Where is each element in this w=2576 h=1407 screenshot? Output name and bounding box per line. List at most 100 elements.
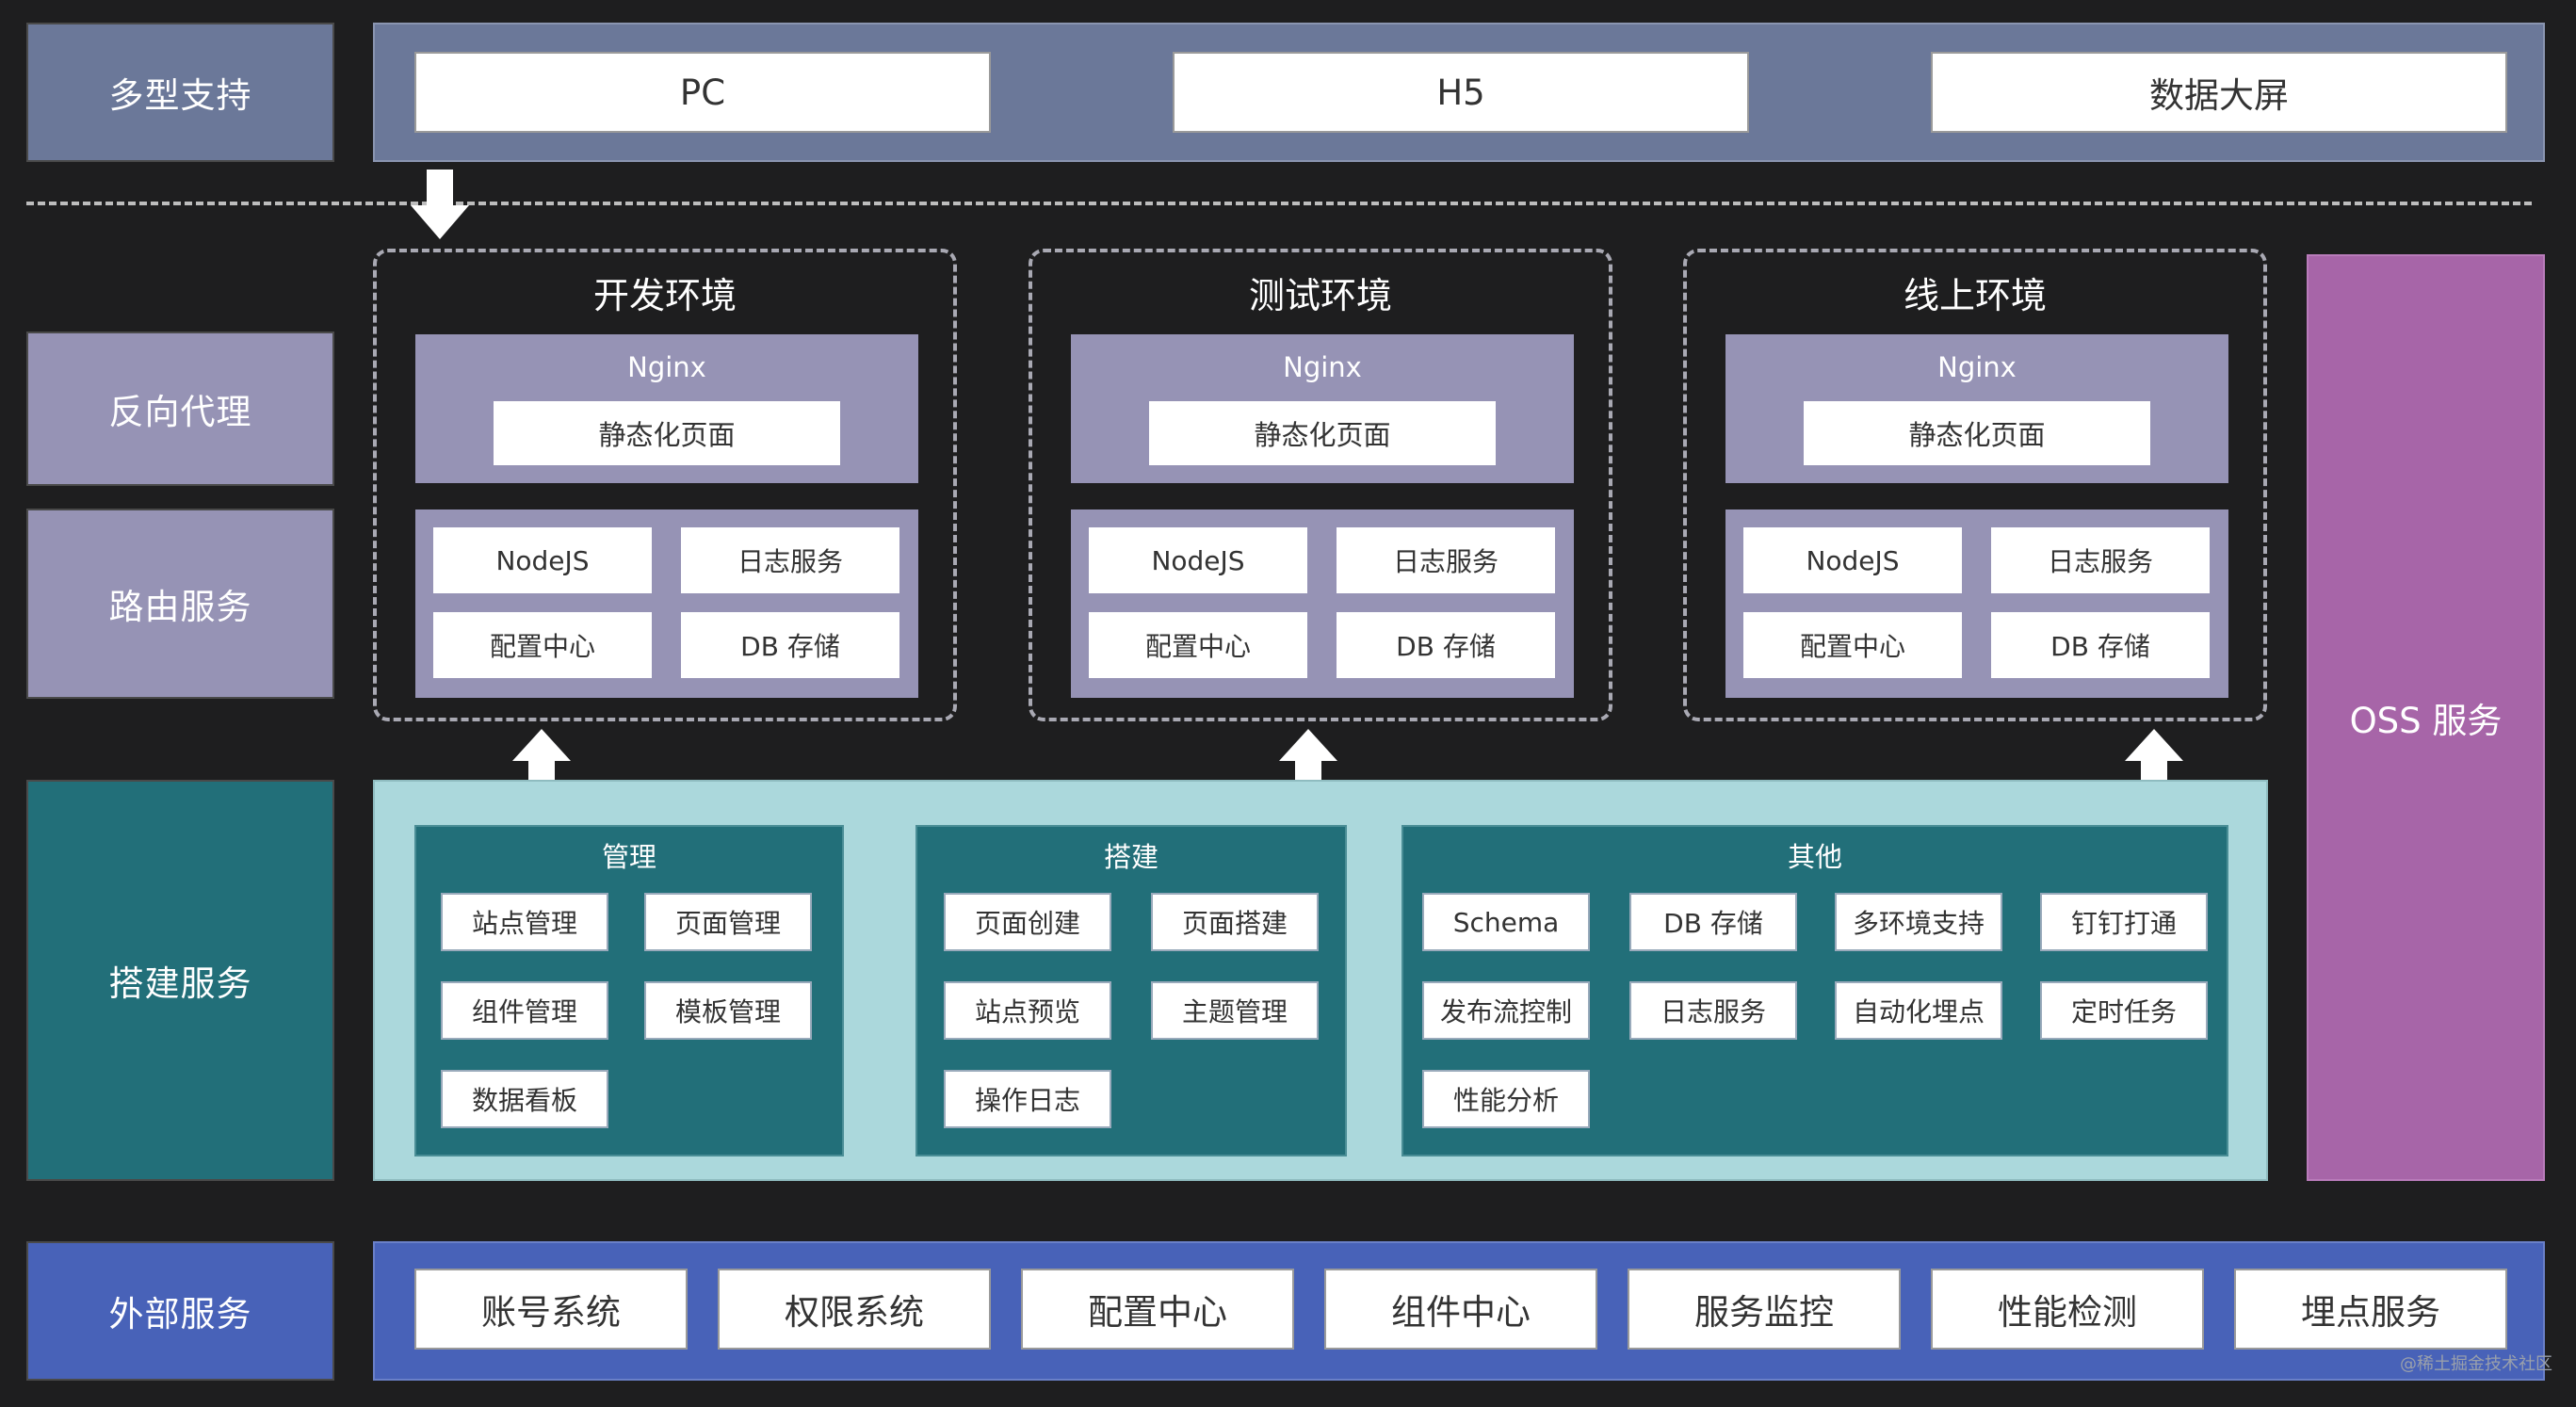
ext-config-center: 配置中心 [1021, 1269, 1294, 1350]
env-test-svc-nodejs-text: NodeJS [1151, 544, 1245, 576]
layer-label-external: 外部服务 [26, 1241, 334, 1381]
build-item-theme-manage-text: 主题管理 [1181, 996, 1288, 1027]
arrow-up-icon-dev [512, 729, 571, 795]
arrow-up-icon-prod [2125, 729, 2183, 795]
env-dev-title-text: 开发环境 [592, 274, 737, 316]
build-item-site-manage: 站点管理 [441, 893, 608, 951]
ext-config-center-text: 配置中心 [1088, 1292, 1227, 1333]
ext-tracking-service: 埋点服务 [2234, 1269, 2507, 1350]
env-prod-nginx-label: Nginx [1725, 345, 2228, 390]
build-item-template-manage-text: 模板管理 [674, 996, 781, 1027]
layer-label-proxy: 反向代理 [26, 332, 334, 486]
build-item-component-manage: 组件管理 [441, 981, 608, 1040]
env-prod-title-text: 线上环境 [1903, 274, 2047, 316]
env-dev-svc-db-text: DB 存储 [740, 631, 840, 662]
build-group-other-title-text: 其他 [1787, 841, 1842, 873]
build-item-multi-env: 多环境支持 [1835, 893, 2002, 951]
ext-service-monitor: 服务监控 [1628, 1269, 1901, 1350]
build-item-operation-log: 操作日志 [944, 1070, 1111, 1128]
env-test-svc-db: DB 存储 [1337, 612, 1555, 678]
build-item-auto-tracking: 自动化埋点 [1835, 981, 2002, 1040]
env-prod-svc-log-text: 日志服务 [2047, 546, 2153, 577]
build-item-page-build-text: 页面搭建 [1181, 908, 1288, 939]
build-item-operation-log-text: 操作日志 [974, 1085, 1080, 1116]
env-prod-static-page-text: 静态化页面 [1908, 419, 2046, 451]
env-dev-svc-log-text: 日志服务 [737, 546, 843, 577]
env-test-title: 测试环境 [1029, 266, 1612, 318]
env-dev-svc-nodejs: NodeJS [433, 527, 652, 593]
env-prod-svc-log: 日志服务 [1991, 527, 2210, 593]
ext-account-system: 账号系统 [414, 1269, 688, 1350]
build-item-page-manage-text: 页面管理 [674, 908, 781, 939]
build-group-build-title-text: 搭建 [1103, 841, 1158, 873]
env-prod-title: 线上环境 [1683, 266, 2267, 318]
client-h5-label: H5 [1436, 72, 1485, 113]
client-pc: PC [414, 52, 991, 133]
build-group-manage-title-text: 管理 [601, 841, 656, 873]
oss-service-label: OSS 服务 [2349, 701, 2503, 741]
build-item-dingtalk: 钉钉打通 [2040, 893, 2208, 951]
build-item-log-service-text: 日志服务 [1660, 996, 1766, 1027]
build-group-build-title: 搭建 [915, 836, 1347, 874]
env-test-nginx-text: Nginx [1283, 351, 1362, 383]
build-item-scheduled-task: 定时任务 [2040, 981, 2208, 1040]
build-item-page-build: 页面搭建 [1151, 893, 1319, 951]
arrow-down-icon [411, 170, 469, 239]
layer-label-build: 搭建服务 [26, 780, 334, 1181]
build-item-auto-tracking-text: 自动化埋点 [1852, 996, 1985, 1027]
env-prod-svc-nodejs: NodeJS [1743, 527, 1962, 593]
build-item-component-manage-text: 组件管理 [471, 996, 577, 1027]
env-test-svc-config: 配置中心 [1089, 612, 1307, 678]
env-dev-svc-nodejs-text: NodeJS [495, 544, 590, 576]
separator-dashed [26, 202, 2532, 205]
layer-label-route-text: 路由服务 [108, 587, 252, 627]
build-item-site-preview: 站点预览 [944, 981, 1111, 1040]
env-prod-svc-nodejs-text: NodeJS [1806, 544, 1900, 576]
ext-component-center-text: 组件中心 [1391, 1292, 1531, 1333]
ext-tracking-service-text: 埋点服务 [2301, 1292, 2440, 1333]
oss-service: OSS 服务 [2307, 254, 2545, 1181]
ext-perf-detection-text: 性能检测 [1998, 1292, 2137, 1333]
build-item-data-dashboard: 数据看板 [441, 1070, 608, 1128]
build-group-manage-title: 管理 [414, 836, 844, 874]
watermark-text: @稀土掘金技术社区 [2400, 1354, 2552, 1374]
env-dev-title: 开发环境 [373, 266, 957, 318]
env-dev-static-page-text: 静态化页面 [598, 419, 736, 451]
env-dev-svc-db: DB 存储 [681, 612, 899, 678]
env-test [1029, 249, 1612, 721]
ext-permission-system: 权限系统 [718, 1269, 991, 1350]
arrow-up-icon-test [1279, 729, 1337, 795]
build-item-template-manage: 模板管理 [644, 981, 812, 1040]
env-test-svc-config-text: 配置中心 [1144, 631, 1251, 662]
client-h5: H5 [1173, 52, 1749, 133]
layer-label-route: 路由服务 [26, 509, 334, 699]
env-prod-svc-config-text: 配置中心 [1799, 631, 1905, 662]
env-dev-svc-config: 配置中心 [433, 612, 652, 678]
env-test-nginx-label: Nginx [1071, 345, 1574, 390]
build-item-site-preview-text: 站点预览 [974, 996, 1080, 1027]
layer-label-multi: 多型支持 [26, 23, 334, 162]
env-test-static-page-text: 静态化页面 [1254, 419, 1391, 451]
build-item-db-storage-text: DB 存储 [1663, 908, 1763, 939]
env-dev-svc-log: 日志服务 [681, 527, 899, 593]
build-item-page-manage: 页面管理 [644, 893, 812, 951]
env-prod-static-page: 静态化页面 [1804, 401, 2150, 465]
env-test-title-text: 测试环境 [1248, 274, 1392, 316]
build-item-scheduled-task-text: 定时任务 [2070, 996, 2177, 1027]
build-item-perf-analysis: 性能分析 [1422, 1070, 1590, 1128]
env-prod-svc-db-text: DB 存储 [2050, 631, 2150, 662]
env-prod-svc-db: DB 存储 [1991, 612, 2210, 678]
env-prod [1683, 249, 2267, 721]
build-item-log-service: 日志服务 [1629, 981, 1797, 1040]
env-prod-svc-config: 配置中心 [1743, 612, 1962, 678]
env-test-svc-log: 日志服务 [1337, 527, 1555, 593]
env-dev-static-page: 静态化页面 [494, 401, 840, 465]
watermark: @稀土掘金技术社区 [2383, 1350, 2552, 1377]
client-dashboard: 数据大屏 [1931, 52, 2507, 133]
layer-label-proxy-text: 反向代理 [108, 392, 252, 432]
build-item-schema-text: Schema [1452, 906, 1560, 938]
ext-account-system-text: 账号系统 [481, 1292, 621, 1333]
build-group-other-title: 其他 [1401, 836, 2228, 874]
build-item-page-create-text: 页面创建 [974, 908, 1080, 939]
env-test-static-page: 静态化页面 [1149, 401, 1496, 465]
